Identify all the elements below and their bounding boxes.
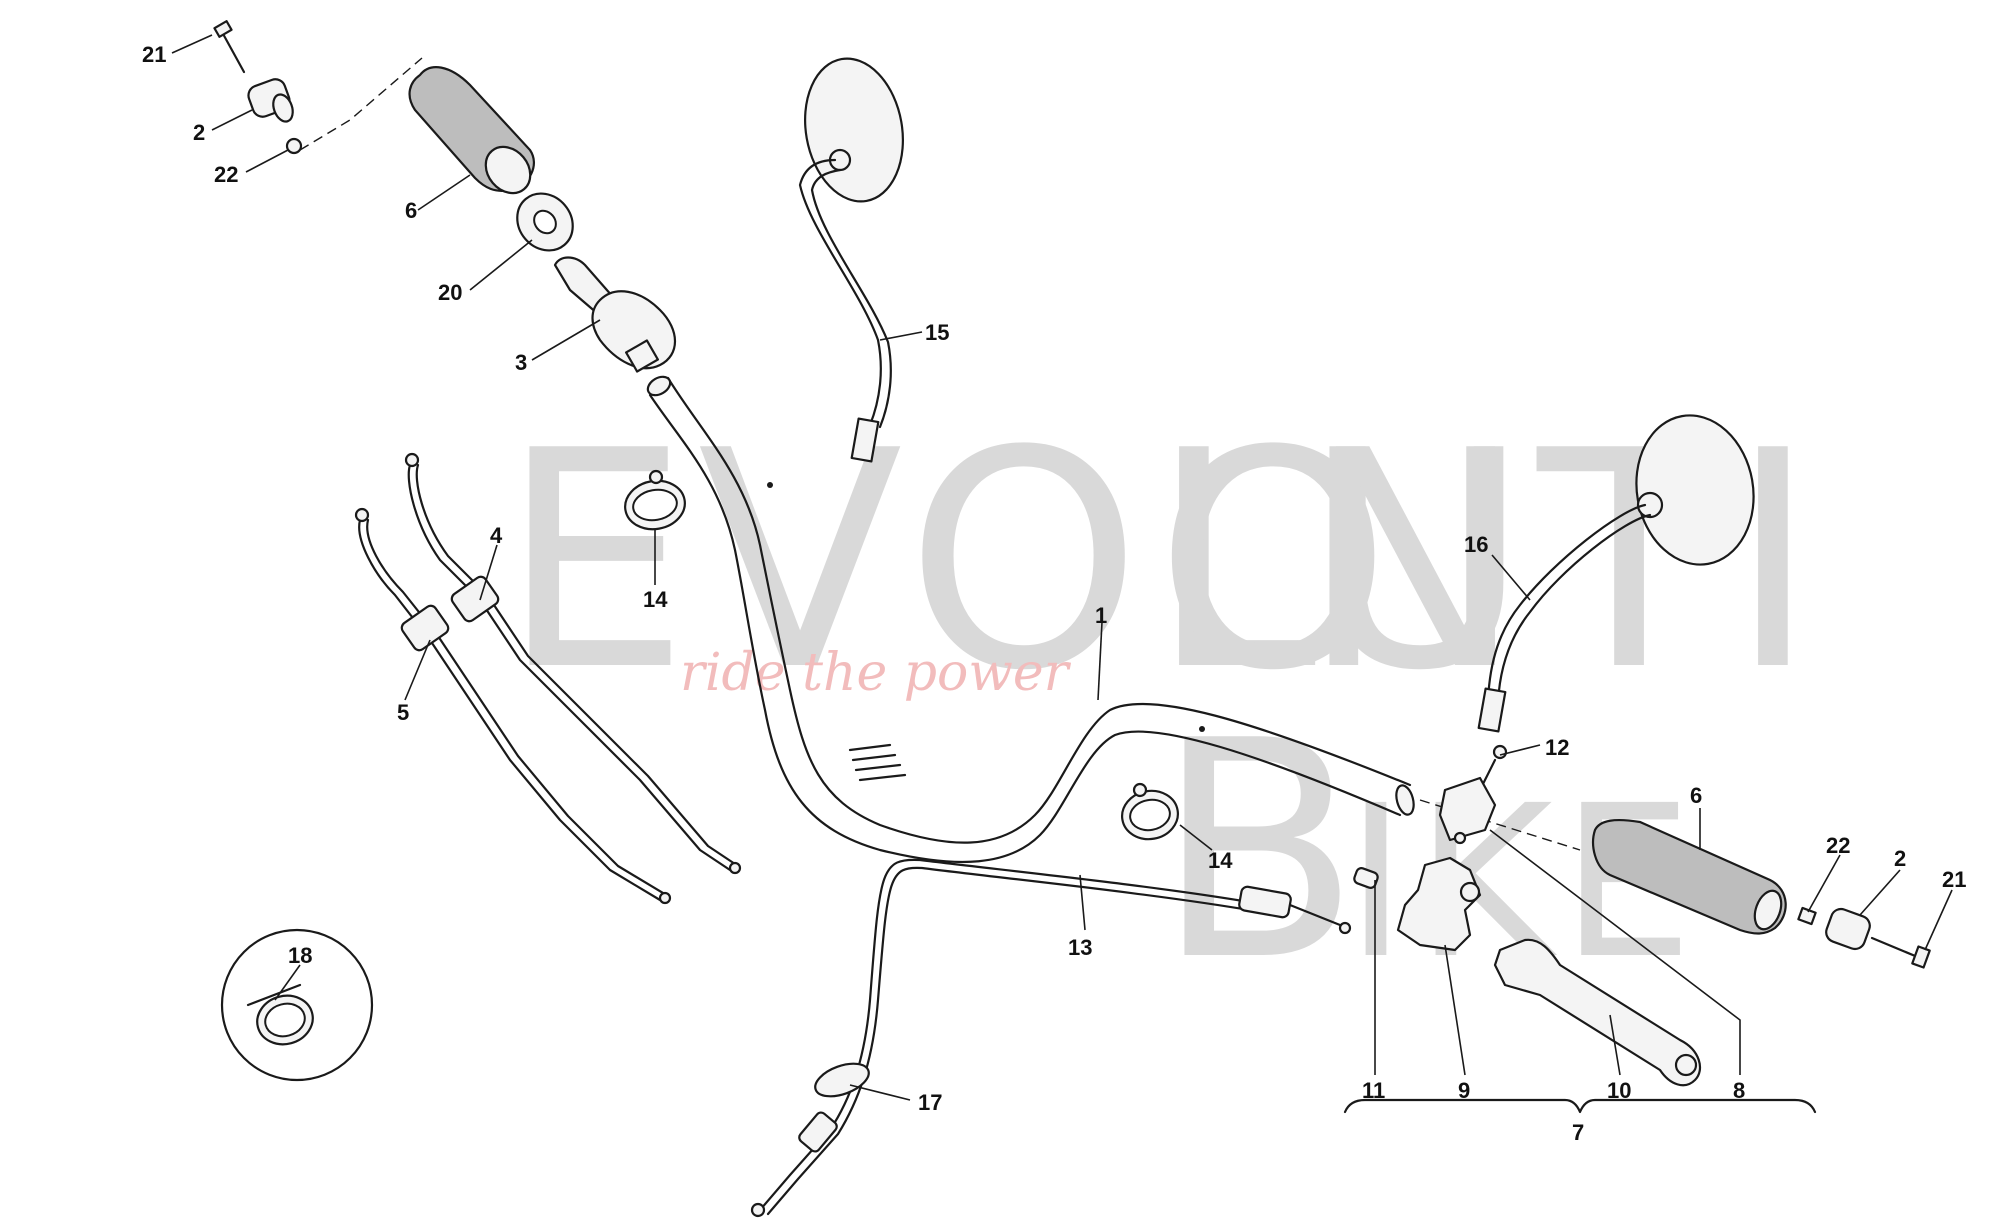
handlebar xyxy=(646,375,1415,864)
callout-2-left: 2 xyxy=(193,120,205,145)
callout-3: 3 xyxy=(515,350,527,375)
callout-labels: 21 2 22 6 20 3 15 14 4 5 1 16 12 14 6 22… xyxy=(142,42,1966,1145)
left-mirror xyxy=(798,57,904,463)
callout-13: 13 xyxy=(1068,935,1092,960)
callout-5: 5 xyxy=(397,700,409,725)
callout-9: 9 xyxy=(1458,1078,1470,1103)
callout-17: 17 xyxy=(918,1090,942,1115)
watermark: EVOLUTI O N B IKE ride the power xyxy=(500,387,1825,1026)
callout-21-right: 21 xyxy=(1942,867,1966,892)
callout-21-left: 21 xyxy=(142,42,166,67)
left-grip-assembly xyxy=(408,66,676,373)
callout-11: 11 xyxy=(1362,1078,1385,1103)
clamp-right xyxy=(1121,782,1179,841)
callout-15: 15 xyxy=(925,320,949,345)
callout-14-left: 14 xyxy=(643,587,668,612)
watermark-tagline: ride the power xyxy=(680,643,1072,703)
watermark-brand-o: O xyxy=(1155,387,1399,736)
callout-18: 18 xyxy=(288,943,312,968)
callout-7: 7 xyxy=(1572,1120,1584,1145)
right-grip-assembly xyxy=(1419,799,1931,969)
clamp-left xyxy=(624,469,686,531)
callout-22-right: 22 xyxy=(1826,833,1850,858)
callout-10: 10 xyxy=(1607,1078,1631,1103)
throttle-cables xyxy=(354,452,742,905)
callout-6-right: 6 xyxy=(1690,783,1702,808)
watermark-brand-evoluti: EVOLUTI xyxy=(500,387,1825,736)
callout-16: 16 xyxy=(1464,532,1488,557)
watermark-brand-b: B xyxy=(1155,677,1369,1026)
leader-lines xyxy=(171,34,1953,1101)
callout-1: 1 xyxy=(1095,603,1107,628)
clutch-lever-assembly xyxy=(1353,744,1702,1087)
callout-6-left: 6 xyxy=(405,198,417,223)
callout-4: 4 xyxy=(490,523,503,548)
left-bar-end-parts xyxy=(213,20,423,155)
callout-12: 12 xyxy=(1545,735,1569,760)
callout-2-right: 2 xyxy=(1894,846,1906,871)
callout-22-left: 22 xyxy=(214,162,238,187)
callout-20: 20 xyxy=(438,280,462,305)
callout-8: 8 xyxy=(1733,1078,1745,1103)
group-7-bracket xyxy=(1343,1098,1817,1114)
callout-14-right: 14 xyxy=(1208,848,1233,873)
inset-clip-18 xyxy=(220,928,374,1082)
watermark-brand-n: N xyxy=(1300,387,1532,736)
clutch-cable xyxy=(750,858,1352,1218)
right-mirror xyxy=(1477,414,1755,733)
